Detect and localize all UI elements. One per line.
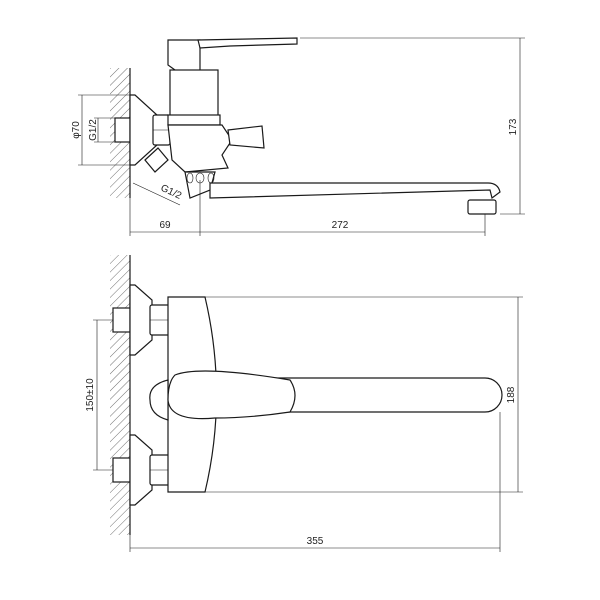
dim-inlet-spacing: 150±10 xyxy=(85,378,96,412)
diverter-knob xyxy=(149,379,169,421)
escutcheon-lower xyxy=(129,434,153,506)
body-band xyxy=(167,114,221,126)
dim-spout-length: 272 xyxy=(332,220,349,231)
inlet-pipe xyxy=(114,117,131,143)
dim-height-side: 173 xyxy=(508,118,519,135)
dim-escutcheon-diameter: φ70 xyxy=(71,121,82,139)
angled-outlet xyxy=(144,147,169,173)
dim-outlet-thread: G1/2 xyxy=(159,183,184,202)
spout xyxy=(209,182,501,200)
front-view: 150±10 188 355 xyxy=(85,255,523,552)
wall-hatch xyxy=(110,255,130,535)
dim-height-front: 188 xyxy=(506,386,517,403)
dim-total-length: 355 xyxy=(307,536,324,547)
diverter xyxy=(227,125,265,149)
body-upper xyxy=(169,69,219,119)
aerator xyxy=(467,199,497,215)
side-view: φ70 G1/2 G1/2 69 272 173 xyxy=(71,37,525,236)
dim-inlet-thread: G1/2 xyxy=(88,119,99,141)
lever-front xyxy=(167,370,296,420)
lever xyxy=(197,37,298,49)
dim-wall-to-spout: 69 xyxy=(159,220,171,231)
escutcheon-upper xyxy=(129,284,153,356)
body-lower xyxy=(167,124,233,173)
